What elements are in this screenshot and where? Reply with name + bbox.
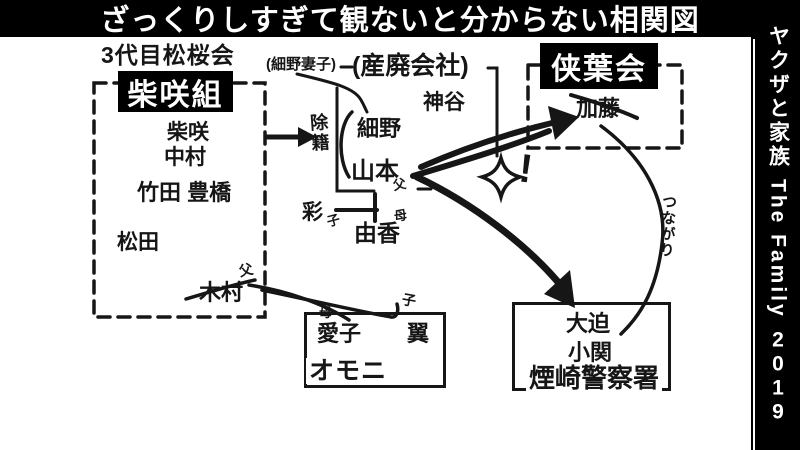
diagram-title: ざっくりしすぎて観ないと分からない相関図 bbox=[100, 4, 700, 37]
kimura-to-tsubasa-curve bbox=[260, 288, 400, 319]
kyoyo-group-box: 侠葉会 bbox=[540, 43, 658, 89]
kato-strike-line bbox=[569, 93, 639, 120]
yamamoto-to-kato-arrow bbox=[410, 106, 579, 179]
kimura-strike-line bbox=[184, 278, 257, 301]
kimura-to-aiko-curve bbox=[247, 283, 351, 322]
member-tsubasa: 翼 bbox=[407, 321, 430, 346]
movie-year: 2019 bbox=[766, 328, 790, 425]
member-yamamoto: 山本 bbox=[351, 158, 399, 185]
connection-label: つながり bbox=[657, 193, 678, 259]
movie-title-en: The Family bbox=[766, 179, 790, 319]
title-banner: ざっくりしすぎて観ないと分からない相関図 bbox=[0, 0, 800, 37]
movie-title-banner: ヤクザと家族 The Family 2019 bbox=[751, 0, 800, 450]
parent-org-label: 3代目松桜会 bbox=[101, 42, 235, 68]
shibasaki-dashed-box bbox=[92, 81, 267, 319]
member-takeda-toyohashi: 竹田 豊橋 bbox=[137, 180, 232, 205]
police-box bbox=[512, 302, 671, 391]
member-kimura: 木村 bbox=[199, 280, 244, 305]
aiko-role-label: 母 bbox=[319, 305, 333, 320]
omoni-label: オモニ bbox=[306, 358, 391, 384]
expel-arrow bbox=[263, 127, 317, 147]
kyoyo-dashed-box bbox=[526, 63, 684, 150]
sparkle-icon bbox=[476, 151, 526, 204]
yamamoto-to-osako-arrow bbox=[413, 173, 575, 308]
movie-title-vertical: ヤクザと家族 The Family 2019 bbox=[763, 25, 793, 425]
wife-to-hosono-curve bbox=[295, 72, 369, 114]
member-nakamura: 中村 bbox=[164, 146, 206, 169]
kato-to-osako-curve bbox=[599, 124, 665, 336]
kimura-role-label: 父 bbox=[237, 260, 255, 280]
yamamoto-role-label: 父 bbox=[391, 175, 408, 194]
member-aiko: 愛子 bbox=[317, 321, 362, 346]
exclamation-mark: ! bbox=[516, 146, 535, 192]
hosono-yamamoto-bracket bbox=[339, 110, 354, 179]
member-kamiya: 神谷 bbox=[423, 91, 465, 114]
shibasaki-group-name: 柴咲組 bbox=[127, 78, 224, 112]
hosono-wife-note: (細野妻子) bbox=[266, 56, 336, 73]
sanpai-box-border bbox=[335, 65, 499, 193]
tsubasa-role-label: 子 bbox=[400, 290, 418, 310]
member-koseki: 小関 bbox=[568, 340, 613, 365]
police-station-label: 煙崎警察署 bbox=[526, 364, 663, 393]
aya-role-label: 子 bbox=[325, 211, 342, 230]
member-hosono: 細野 bbox=[357, 116, 402, 141]
member-kato: 加藤 bbox=[576, 96, 621, 121]
kyoyo-group-name: 侠葉会 bbox=[551, 53, 647, 86]
member-aya: 彩 bbox=[302, 201, 323, 224]
omoni-box bbox=[304, 312, 446, 388]
member-osako: 大迫 bbox=[566, 311, 611, 336]
expelled-label: 除籍 bbox=[307, 112, 331, 154]
member-matsuda: 松田 bbox=[117, 231, 159, 254]
shibasaki-group-box: 柴咲組 bbox=[118, 71, 233, 112]
member-shibasaki: 柴咲 bbox=[167, 121, 209, 144]
movie-title-jp: ヤクザと家族 bbox=[766, 25, 790, 170]
sanpai-company-label: (産廃会社) bbox=[352, 52, 469, 80]
yuka-role-label: 母 bbox=[392, 206, 409, 225]
family-tree-lines bbox=[334, 192, 379, 223]
member-yuka: 由香 bbox=[354, 220, 400, 246]
banner-divider-line bbox=[753, 39, 755, 450]
